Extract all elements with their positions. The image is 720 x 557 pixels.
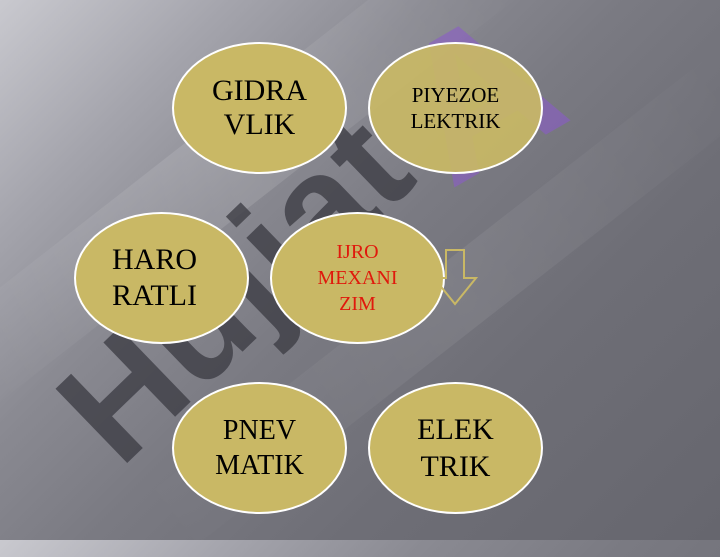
node-label: PNEV MATIK — [215, 415, 304, 481]
down-arrow-icon — [431, 249, 479, 306]
node-ijro-mexanizim: IJRO MEXANI ZIM — [270, 212, 445, 344]
node-label: GIDRA VLIK — [212, 73, 307, 142]
node-elektrik: ELEK TRIK — [368, 382, 543, 514]
node-piyezoelektrik: PIYEZOE LEKTRIK — [368, 42, 543, 174]
node-label: PIYEZOE LEKTRIK — [410, 82, 501, 133]
node-gidravlik: GIDRA VLIK — [172, 42, 347, 174]
node-haroratli: HARO RATLI — [74, 212, 249, 344]
node-pnevmatik: PNEV MATIK — [172, 382, 347, 514]
node-label: HARO RATLI — [112, 243, 198, 312]
node-label: ELEK TRIK — [417, 412, 494, 484]
node-label: IJRO MEXANI ZIM — [317, 241, 398, 315]
